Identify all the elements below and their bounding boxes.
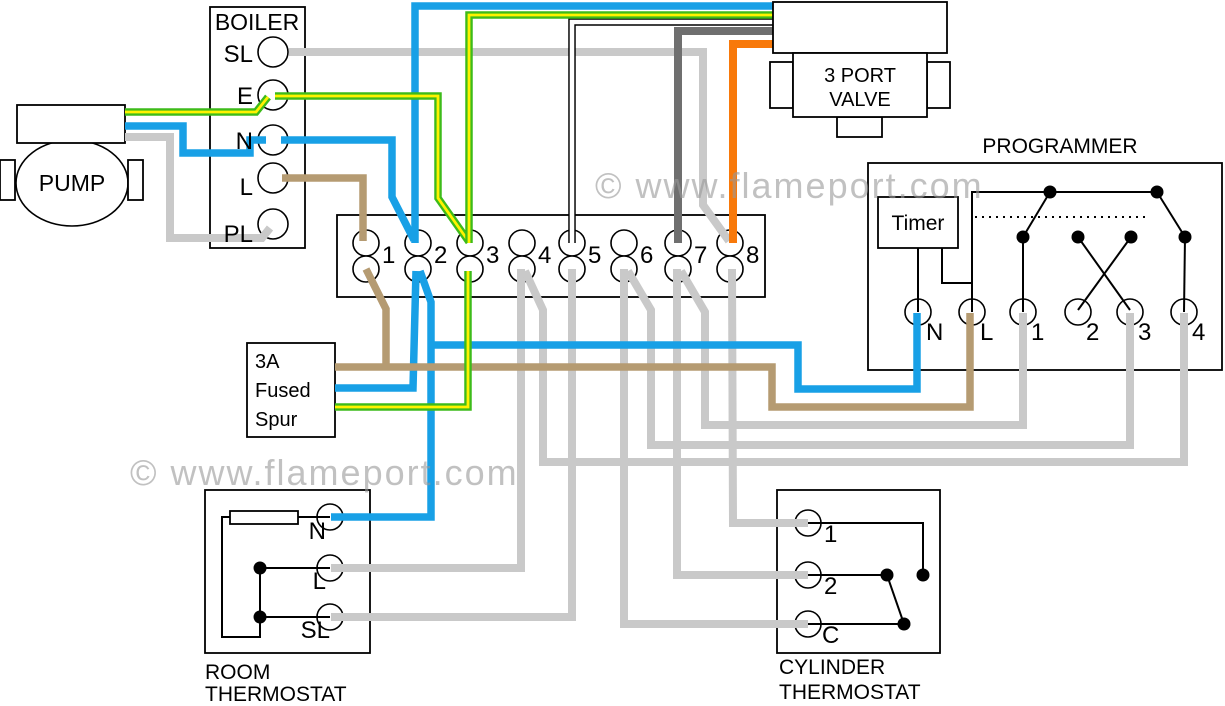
switch-contact-dot xyxy=(1150,185,1164,199)
strip-label-1: 1 xyxy=(382,242,395,269)
wire-boiler-sl-to-terminal8 xyxy=(289,48,733,244)
cylinder-thermostat-title-line1: CYLINDER xyxy=(779,656,885,679)
wire-terminal6-to-programmer-3 xyxy=(624,268,1134,449)
valve-body xyxy=(792,52,928,118)
junction-dot xyxy=(253,561,267,575)
timer-label: Timer xyxy=(892,212,945,235)
valve-port-bottom xyxy=(836,116,883,138)
wire-boiler-l-to-terminal1 xyxy=(282,174,367,241)
strip-label-4: 4 xyxy=(538,242,551,269)
programmer-terminal-2 xyxy=(1064,298,1092,326)
watermark-bottom: © www.flameport.com xyxy=(130,452,519,493)
wire-terminal4-to-programmer-4 xyxy=(521,269,1188,466)
brown-live-wires xyxy=(282,174,974,411)
programmer-label-l: L xyxy=(980,319,993,346)
strip-label-3: 3 xyxy=(486,242,499,269)
wire-terminal6-to-cylinder-c xyxy=(620,269,808,628)
wire-pump-to-boiler-e-yellow xyxy=(125,96,270,114)
wire-spur-to-programmer-l xyxy=(335,313,974,411)
valve-port-left xyxy=(769,61,794,109)
cylinder-thermostat-title-line2: THERMOSTAT xyxy=(779,681,921,704)
pump-pipe-right xyxy=(127,159,144,201)
valve-label-line2: VALVE xyxy=(829,89,891,111)
switch-contact-dot xyxy=(880,568,894,582)
switch-contact-dot xyxy=(897,617,911,631)
spur-label-line2: Fused xyxy=(255,380,311,402)
cylinder-label-1: 1 xyxy=(824,521,837,548)
boiler-label-e: E xyxy=(237,83,253,110)
boiler-label-sl: SL xyxy=(224,41,253,68)
switch-contact-dot xyxy=(1043,185,1057,199)
switch-contact-dot xyxy=(1178,230,1192,244)
room-label-l: L xyxy=(313,568,326,595)
wire-terminal7-to-valve-grey xyxy=(674,27,773,243)
wire-terminal5-to-valve-white xyxy=(569,19,773,243)
room-thermostat-internal-wiring xyxy=(221,510,330,638)
wire-terminal5-to-room-sl xyxy=(331,269,576,621)
valve-port-right xyxy=(926,61,951,109)
boiler-label-pl: PL xyxy=(224,221,253,248)
pump-terminal-box xyxy=(16,104,126,144)
three-port-valve-symbol xyxy=(769,1,951,138)
wire-terminal7-to-cylinder-2 xyxy=(673,269,808,579)
wire-terminal8-to-cylinder-1 xyxy=(728,268,808,527)
programmer-label-4: 4 xyxy=(1192,319,1205,346)
watermark-top: © www.flameport.com xyxy=(595,165,984,206)
switch-contact-dot xyxy=(1071,230,1085,244)
boiler-box xyxy=(209,6,306,249)
room-label-n: N xyxy=(309,518,326,545)
wire-spur-to-terminal3-yellow xyxy=(335,271,470,409)
wire-terminal2-to-programmer-n xyxy=(431,313,921,393)
boiler-terminals xyxy=(257,36,289,240)
programmer-terminals xyxy=(904,298,1198,326)
valve-label-line1: 3 PORT xyxy=(824,65,896,87)
room-label-sl: SL xyxy=(301,617,330,644)
junction-strip-box xyxy=(336,214,766,298)
cylinder-label-c: C xyxy=(822,622,839,649)
fused-spur-box xyxy=(246,342,336,438)
programmer-label-3: 3 xyxy=(1138,319,1151,346)
wire-spur-to-terminal2 xyxy=(335,270,420,392)
wire-pump-to-boiler-n xyxy=(125,122,266,157)
boiler-label-l: L xyxy=(240,174,253,201)
programmer-label-2: 2 xyxy=(1086,319,1099,346)
programmer-label-1: 1 xyxy=(1031,319,1044,346)
programmer-internal-wiring xyxy=(917,185,1192,313)
boiler-label-n: N xyxy=(236,128,253,155)
junction-dot xyxy=(253,610,267,624)
room-thermostat-title-line2: THERMOSTAT xyxy=(205,683,347,706)
cylinder-label-2: 2 xyxy=(824,573,837,600)
pump-pipe-left xyxy=(0,159,16,201)
wire-terminal1-to-live-bus xyxy=(362,267,390,367)
boiler-title: BOILER xyxy=(215,9,299,35)
strip-label-7: 7 xyxy=(694,242,707,269)
room-thermostat-title-line1: ROOM xyxy=(205,661,270,684)
programmer-title: PROGRAMMER xyxy=(982,135,1137,158)
cylinder-thermostat-internal-wiring xyxy=(808,522,930,631)
strip-label-6: 6 xyxy=(640,242,653,269)
spur-label-line1: 3A xyxy=(255,351,280,373)
wire-boiler-e-to-terminal3-yellow xyxy=(275,94,471,243)
spur-label-line3: Spur xyxy=(255,409,298,431)
boiler-terminal-sl xyxy=(257,36,289,68)
strip-label-8: 8 xyxy=(746,242,759,269)
wire-terminal8-to-valve-orange xyxy=(729,40,773,243)
wire-terminal3-to-valve-yellow xyxy=(467,13,773,243)
strip-label-5: 5 xyxy=(588,242,601,269)
wire-pump-to-boiler-pl xyxy=(125,133,274,242)
switch-contact-dot xyxy=(916,568,930,582)
earth-wires xyxy=(125,11,773,411)
pump-label: PUMP xyxy=(39,170,105,196)
valve-flex-box xyxy=(772,1,948,54)
switch-contact-dot xyxy=(1124,230,1138,244)
wire-terminal2-to-valve-blue xyxy=(411,2,773,243)
wire-terminal7-to-programmer-1 xyxy=(677,268,1027,429)
programmer-label-n: N xyxy=(926,319,943,346)
wire-boiler-n-to-terminal2 xyxy=(281,136,418,242)
anticipator-resistor xyxy=(229,510,299,525)
strip-label-2: 2 xyxy=(434,242,447,269)
switch-contact-dot xyxy=(1016,230,1030,244)
pump-symbol xyxy=(0,104,144,227)
